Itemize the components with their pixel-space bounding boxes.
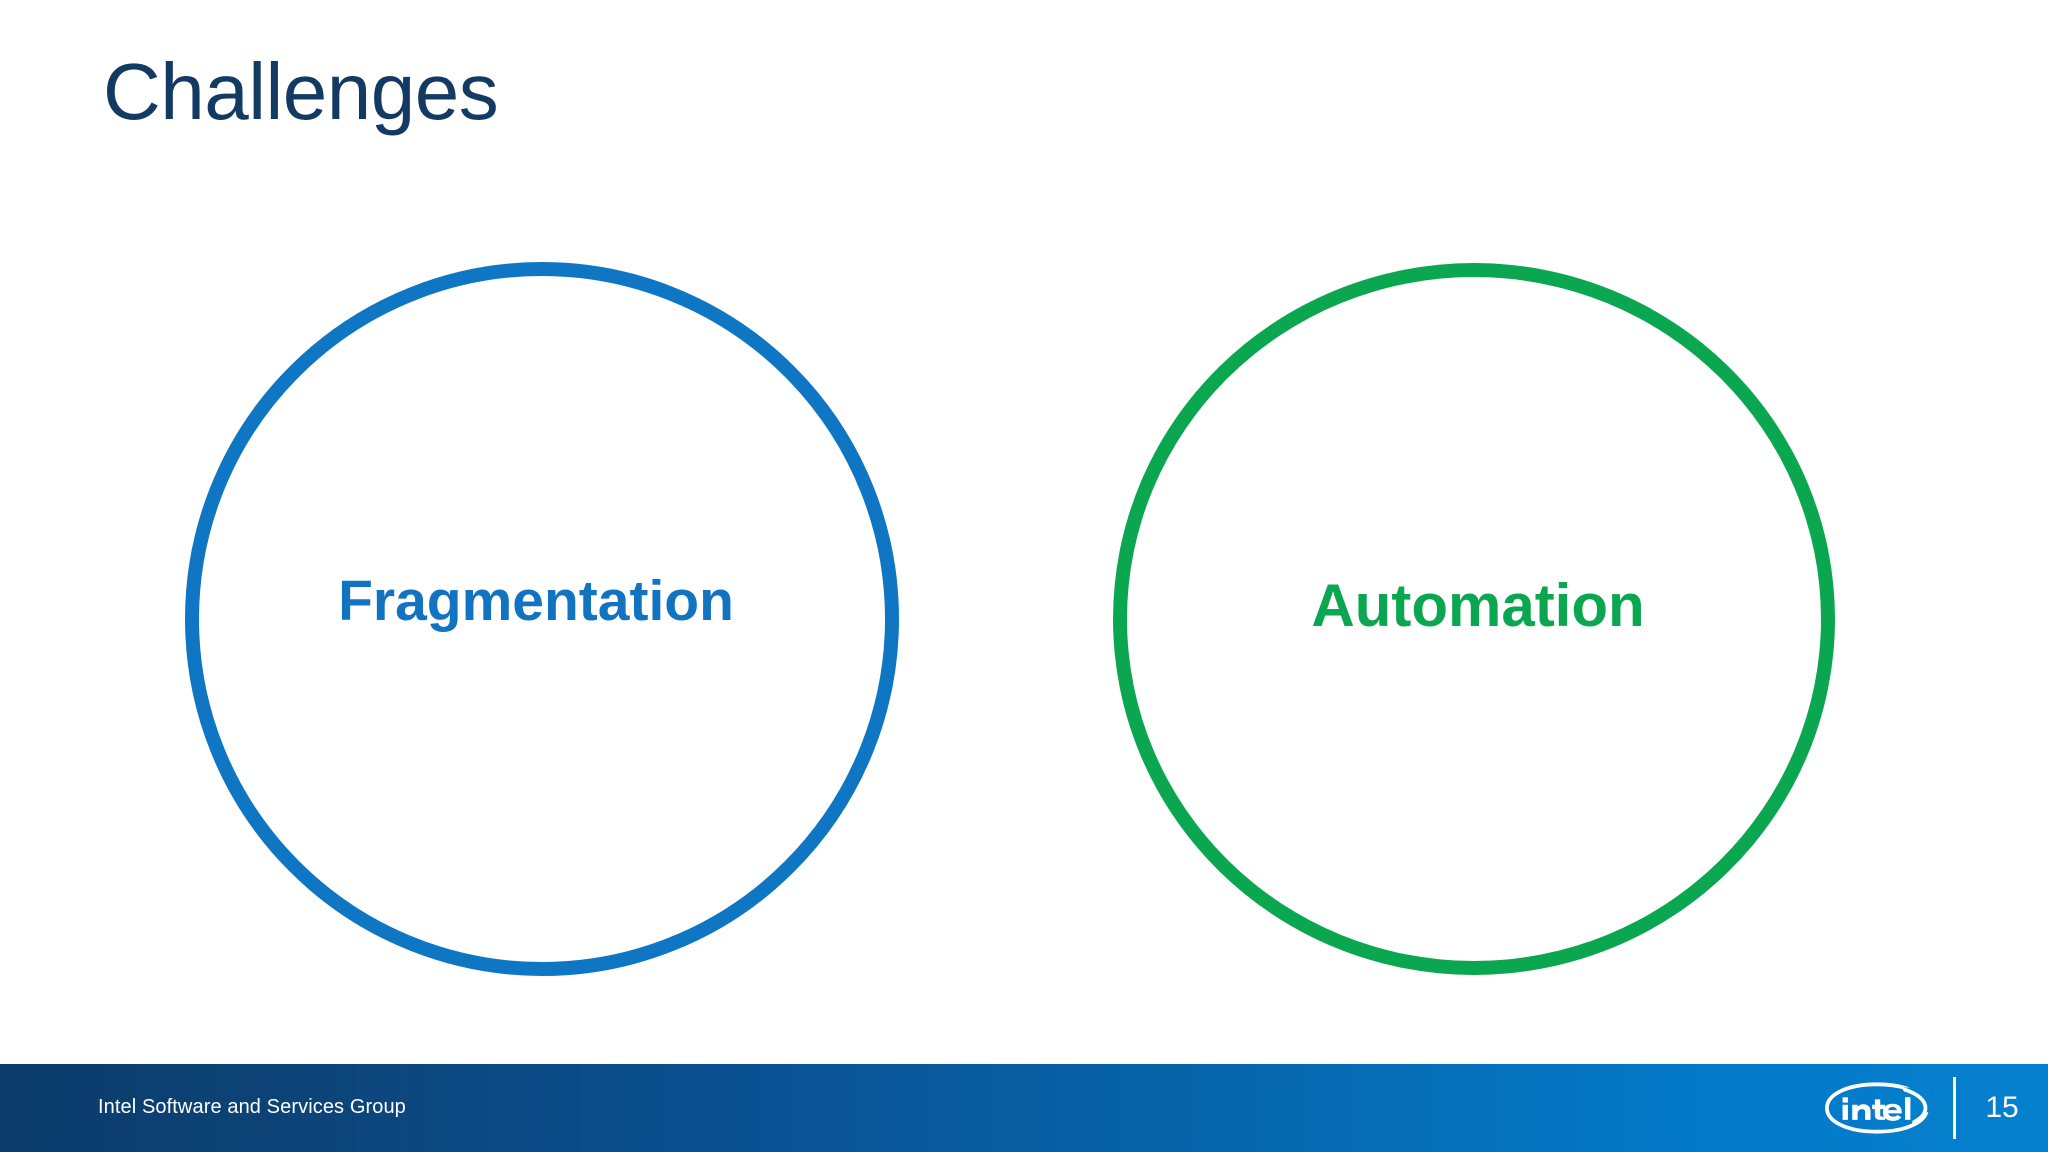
footer-divider-rule <box>0 1060 2048 1064</box>
diagram-canvas: Fragmentation Automation <box>185 262 1835 976</box>
circle-node-automation[interactable]: Automation <box>1113 263 1835 975</box>
circle-node-fragmentation[interactable]: Fragmentation <box>185 262 899 976</box>
footer-org-label: Intel Software and Services Group <box>98 1096 406 1118</box>
intel-logo-icon <box>1823 1080 1931 1136</box>
page-title: Challenges <box>103 47 499 136</box>
page-number: 15 <box>1985 1091 2019 1124</box>
circle-label-automation: Automation <box>1311 571 1645 639</box>
footer-right-group: 15 <box>1823 1064 2048 1152</box>
footer-bar: Intel Software and Services Group <box>0 1064 2048 1152</box>
footer-separator-icon <box>1953 1077 1956 1139</box>
circle-label-fragmentation: Fragmentation <box>338 569 734 633</box>
